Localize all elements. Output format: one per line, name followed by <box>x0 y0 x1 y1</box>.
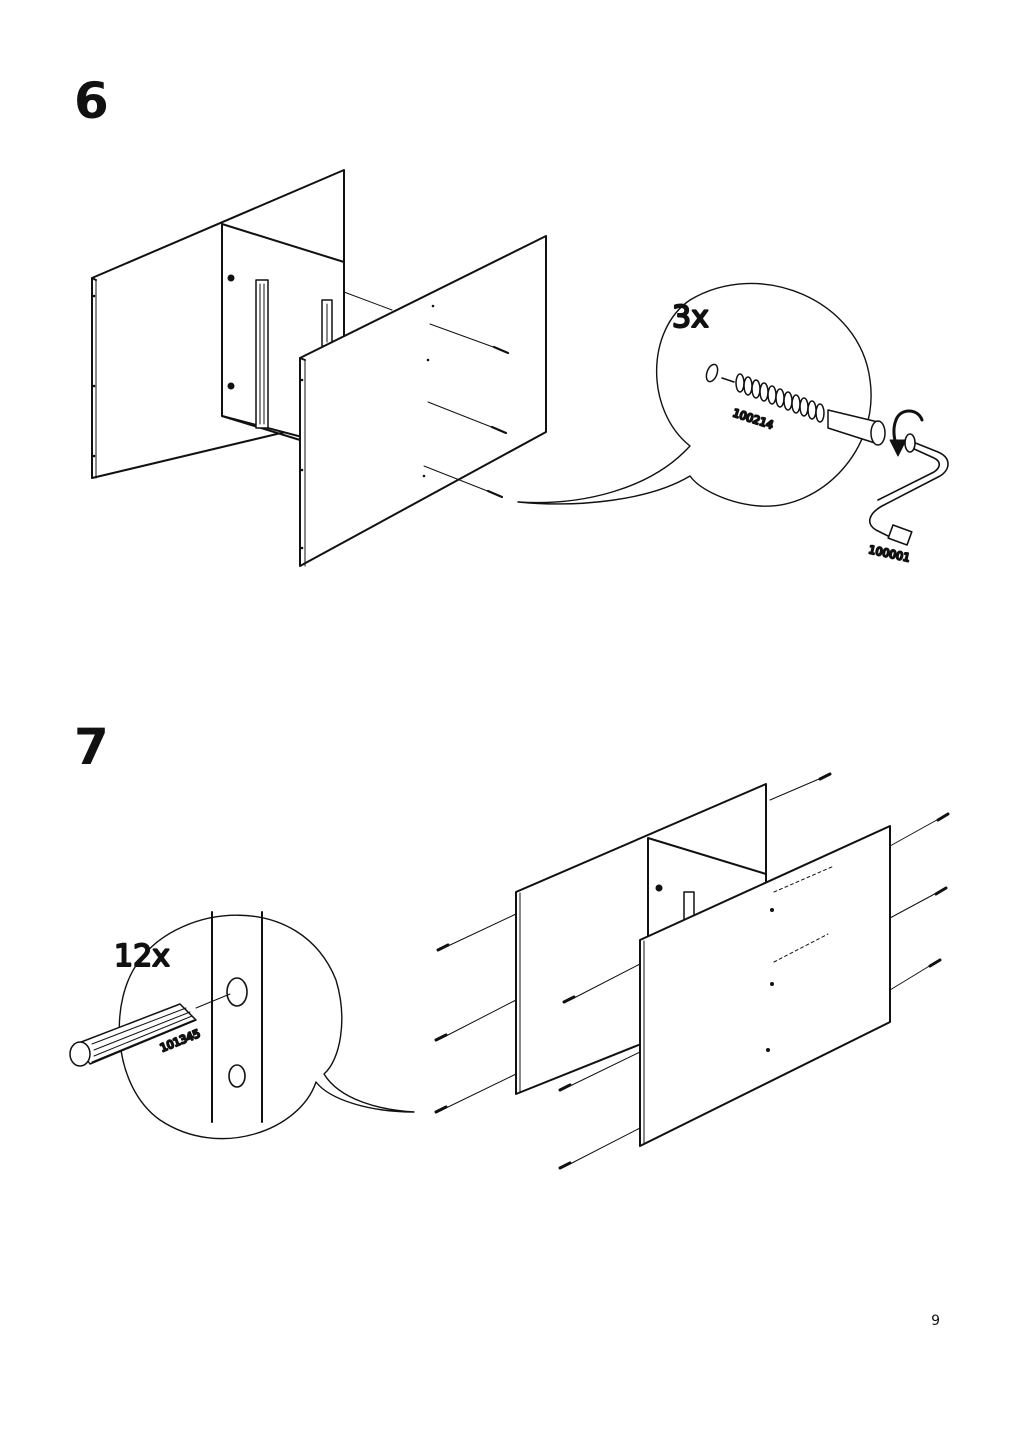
page-number: 9 <box>931 1313 940 1329</box>
rotate-arrow-icon <box>889 409 924 457</box>
step-6-number: 6 <box>74 72 109 130</box>
step-7-cabinet-illustration <box>434 772 950 1170</box>
step-7-detail-callout: 12x 101345 <box>69 911 415 1140</box>
allen-key-icon <box>869 433 949 546</box>
step-6-quantity: 3x <box>672 300 709 335</box>
step-7-number: 7 <box>74 718 109 776</box>
step-7-quantity: 12x <box>114 939 170 974</box>
wooden-dowel-icon <box>69 1003 197 1067</box>
cam-lock-screw-icon <box>705 363 886 446</box>
step-6-detail-callout: 3x 100214 <box>517 282 949 566</box>
step-6-cabinet-illustration <box>91 169 547 567</box>
step-6-part-key: 100001 <box>867 543 911 564</box>
